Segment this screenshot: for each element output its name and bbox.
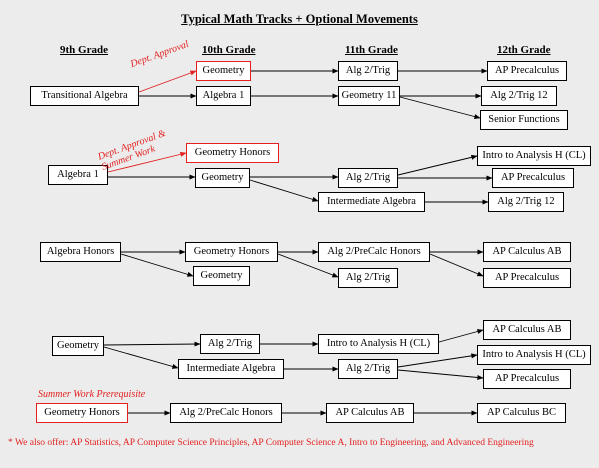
box-geometry-10-t2: Geometry	[195, 168, 250, 188]
box-algebra1-9-t2: Algebra 1	[48, 165, 108, 185]
footnote-offerings: * We also offer: AP Statistics, AP Compu…	[8, 438, 534, 448]
connector-arrow	[138, 70, 197, 93]
box-intermediate-algebra-10-t4: Intermediate Algebra	[178, 359, 284, 379]
box-ap-precalc-12-t4: AP Precalculus	[483, 369, 571, 389]
box-intro-analysis-12-t4: Intro to Analysis H (CL)	[477, 345, 591, 365]
connector-arrow	[397, 353, 478, 368]
box-alg2trig-11-t1: Alg 2/Trig	[338, 61, 398, 81]
header-11th-grade: 11th Grade	[345, 44, 398, 56]
box-ap-calc-bc-12-t5: AP Calculus BC	[477, 403, 566, 423]
header-10th-grade: 10th Grade	[202, 44, 256, 56]
box-intermediate-algebra-11-t2: Intermediate Algebra	[318, 192, 425, 212]
box-geometry-10-t1: Geometry	[196, 61, 251, 81]
box-alg2precalc-honors-10-t5: Alg 2/PreCalc Honors	[170, 403, 282, 423]
connector-arrow	[277, 253, 339, 278]
box-alg2trig-11-t4: Alg 2/Trig	[338, 359, 398, 379]
connector-arrow	[429, 253, 484, 277]
connector-arrow	[107, 151, 187, 173]
box-geometry11-11-t1: Geometry 11	[338, 86, 400, 106]
connector-arrow	[249, 179, 319, 202]
box-alg2trig12-12-t2: Alg 2/Trig 12	[488, 192, 564, 212]
box-algebra-honors-9-t3: Algebra Honors	[40, 242, 121, 262]
connector-arrow	[399, 96, 481, 119]
box-alg2trig-11-t3: Alg 2/Trig	[338, 268, 398, 288]
box-alg2trig-11-t2: Alg 2/Trig	[338, 168, 398, 188]
box-geometry-10-t3: Geometry	[193, 266, 250, 286]
note-summer-prereq: Summer Work Prerequisite	[38, 389, 146, 400]
connector-arrow	[103, 341, 201, 347]
connector-arrow	[397, 154, 478, 176]
box-ap-precalc-12-t2: AP Precalculus	[492, 168, 574, 188]
box-ap-precalc-12-t3: AP Precalculus	[483, 268, 571, 288]
header-9th-grade: 9th Grade	[60, 44, 108, 56]
connector-arrow	[103, 346, 179, 369]
box-algebra1-10-t1: Algebra 1	[196, 86, 251, 106]
box-transitional-algebra: Transitional Algebra	[30, 86, 139, 106]
box-ap-calc-ab-12-t3: AP Calculus AB	[483, 242, 571, 262]
connector-arrow	[397, 369, 484, 380]
diagram-title: Typical Math Tracks + Optional Movements	[181, 12, 418, 26]
header-12th-grade: 12th Grade	[497, 44, 551, 56]
box-geometry-9-t4: Geometry	[52, 336, 104, 356]
box-alg2trig-10-t4: Alg 2/Trig	[200, 334, 260, 354]
box-senior-functions-12-t1: Senior Functions	[480, 110, 568, 130]
box-intro-analysis-12-t2: Intro to Analysis H (CL)	[477, 146, 591, 166]
connector-arrow	[438, 329, 484, 343]
box-ap-precalc-12-t1: AP Precalculus	[487, 61, 567, 81]
connector-arrow	[120, 253, 194, 277]
box-intro-analysis-11-t4: Intro to Analysis H (CL)	[318, 334, 439, 354]
box-geometry-honors-10-t2: Geometry Honors	[186, 143, 279, 163]
box-ap-calc-ab-12-t4: AP Calculus AB	[483, 320, 571, 340]
box-alg2trig12-12-t1: Alg 2/Trig 12	[481, 86, 557, 106]
box-ap-calc-ab-11-t5: AP Calculus AB	[326, 403, 414, 423]
box-alg2precalc-honors-11-t3: Alg 2/PreCalc Honors	[318, 242, 430, 262]
box-geometry-honors-9-t5: Geometry Honors	[36, 403, 128, 423]
box-geometry-honors-10-t3: Geometry Honors	[185, 242, 278, 262]
